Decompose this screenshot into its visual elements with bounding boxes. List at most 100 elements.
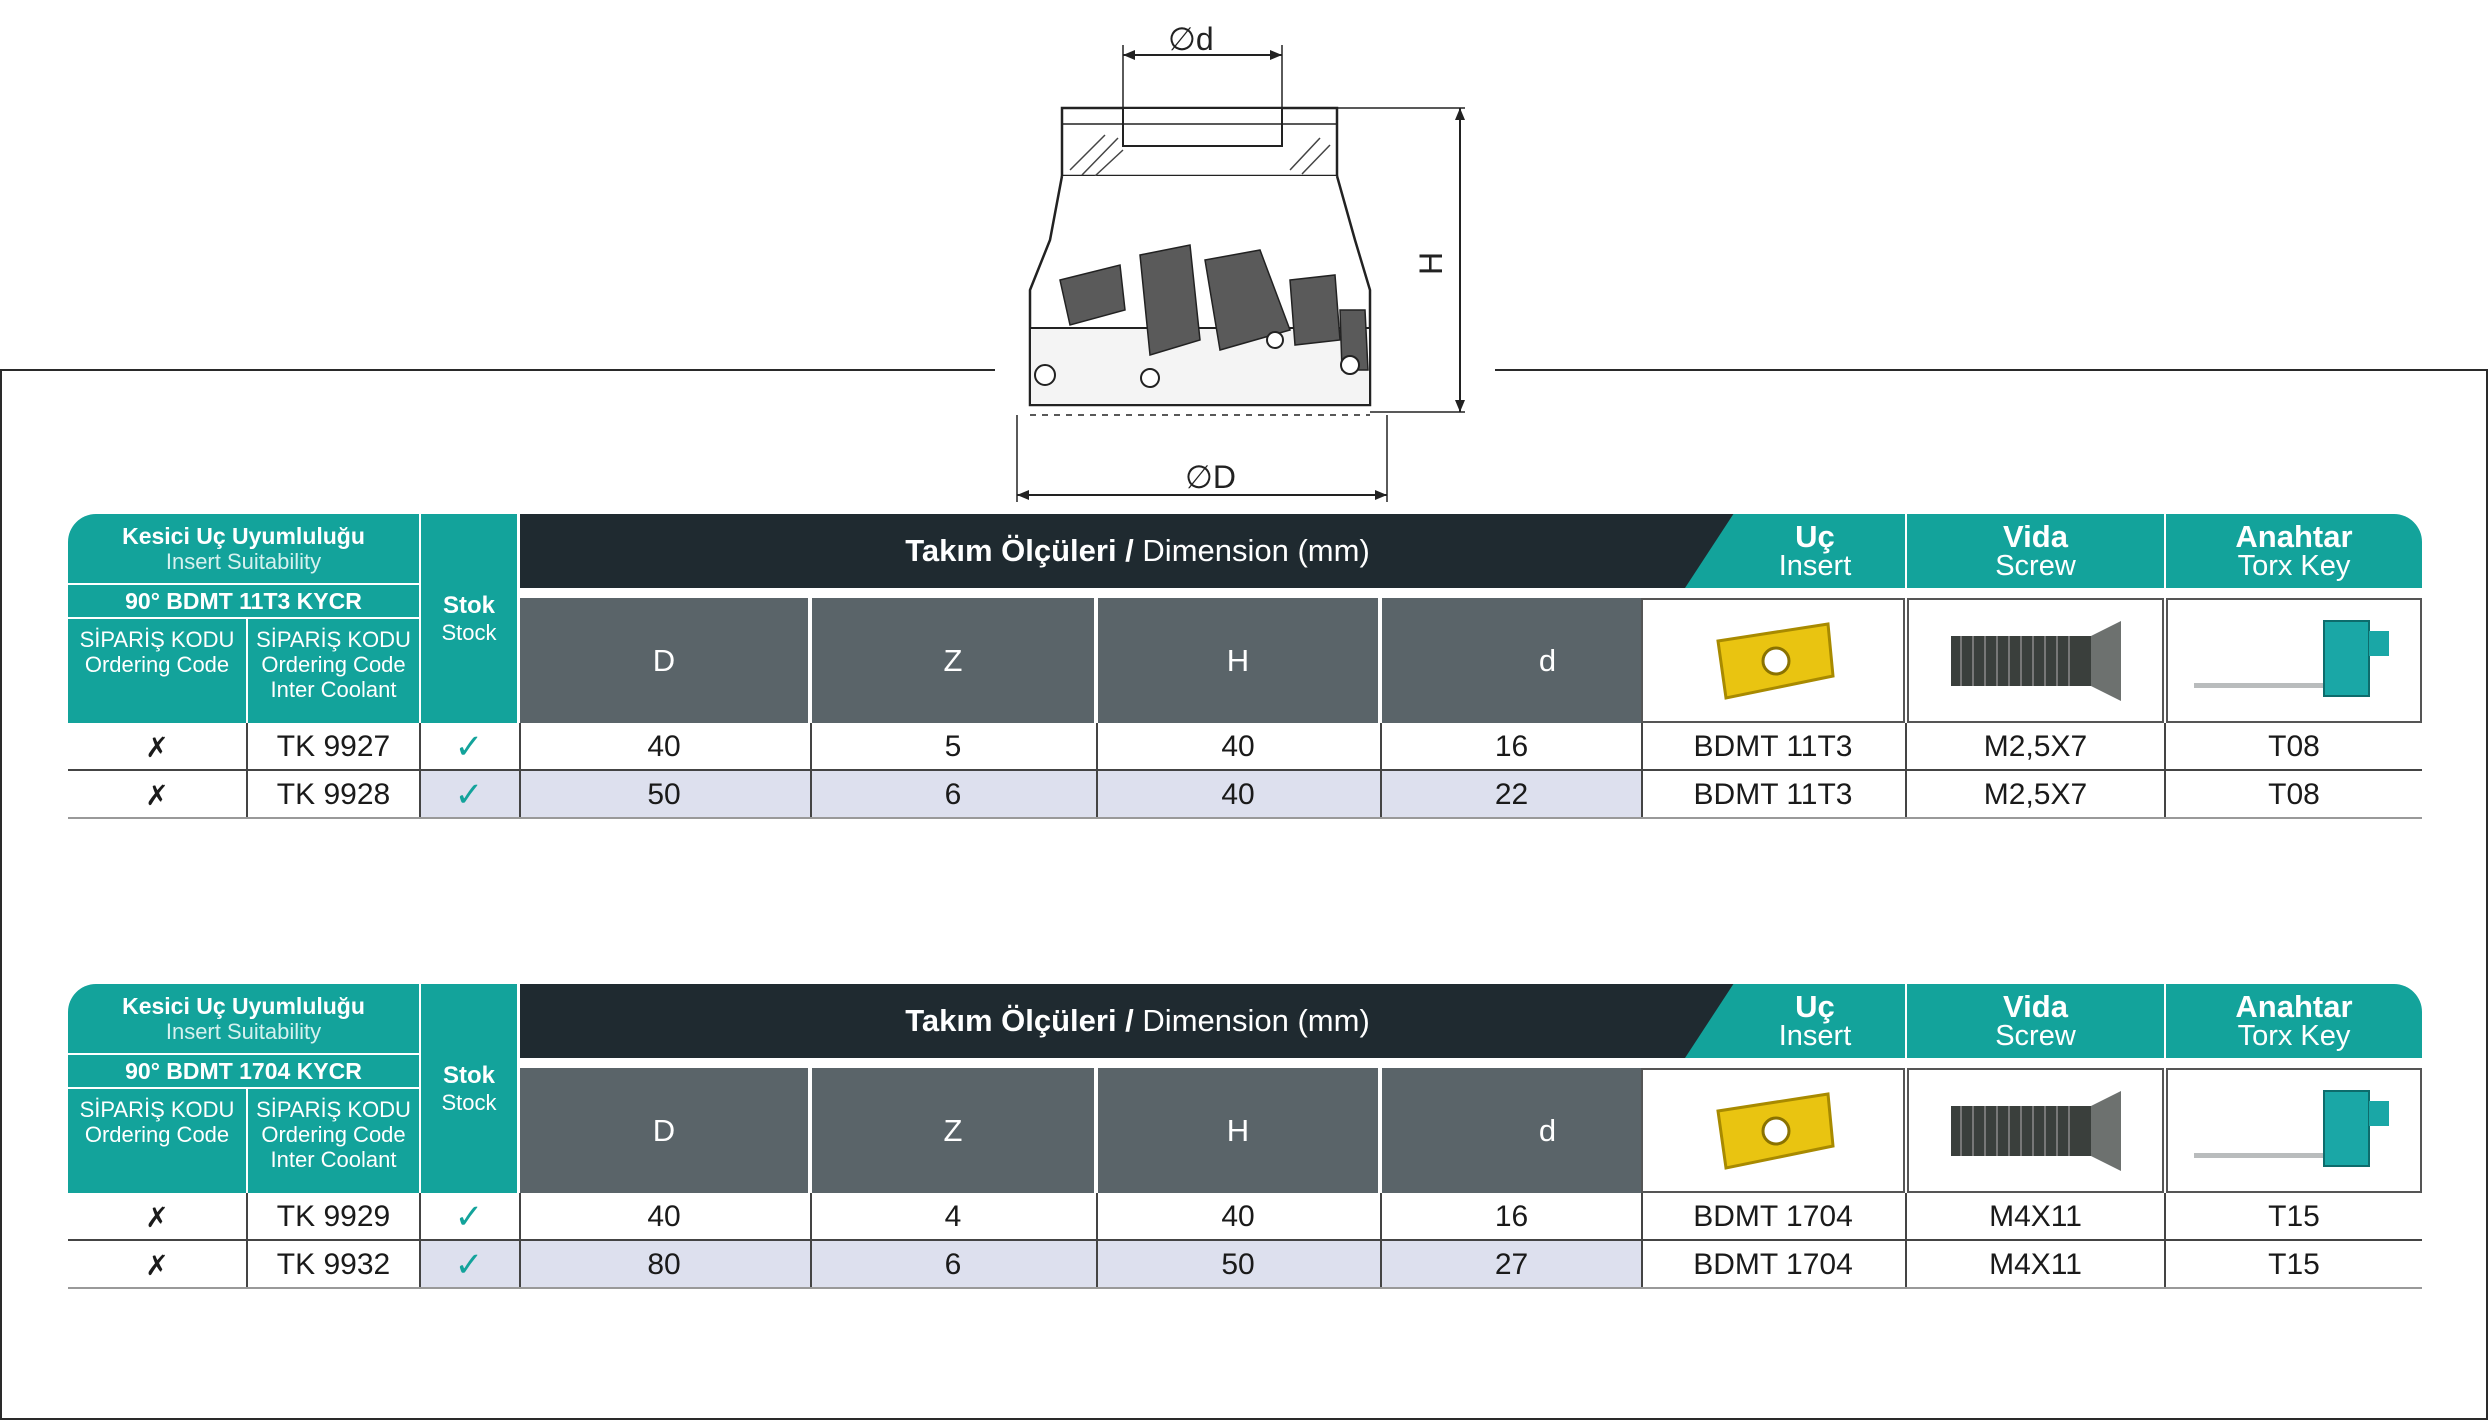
screw-image xyxy=(1907,1068,2164,1193)
dim-H-cell: 50 xyxy=(1221,1248,1255,1281)
table-bottom-line xyxy=(68,1287,2422,1289)
dim-d-cell: 22 xyxy=(1494,778,1529,811)
key-cell: T08 xyxy=(2268,730,2320,763)
torx-key-icon xyxy=(2194,1089,2389,1167)
ordering-code-coolant-cell: TK 9929 xyxy=(276,1200,391,1233)
col-D: D xyxy=(520,1068,808,1193)
screw-cell: M2,5X7 xyxy=(1983,730,2088,763)
column-divider xyxy=(1905,1193,1907,1289)
ordering-code-coolant-cell: TK 9932 xyxy=(276,1248,391,1281)
column-divider xyxy=(2164,1193,2166,1289)
insert-cell: BDMT 11T3 xyxy=(1693,730,1853,763)
dim-D-cell: 80 xyxy=(647,1248,681,1281)
row-divider xyxy=(68,769,2422,771)
ordering-code-cell: ✗ xyxy=(145,1201,169,1233)
stock-cell: ✓ xyxy=(454,728,484,766)
stock-cell: ✓ xyxy=(454,776,484,814)
column-divider xyxy=(519,1193,521,1289)
column-divider xyxy=(810,1193,812,1289)
dim-D-cell: 40 xyxy=(647,1200,681,1233)
ordering-code-coolant-cell: TK 9927 xyxy=(276,730,391,763)
ordering-code-cell: ✗ xyxy=(145,779,169,811)
dim-Z-cell: 4 xyxy=(944,1200,962,1233)
label-d: ∅d xyxy=(1168,21,1214,57)
screw-icon xyxy=(1950,620,2121,701)
dim-H-cell: 40 xyxy=(1221,778,1255,811)
dimension-header: Takım Ölçüleri / Dimension (mm) xyxy=(520,514,1755,588)
stock-cell: ✓ xyxy=(454,1198,484,1236)
table-bottom-line xyxy=(68,817,2422,819)
tool-table-1: Kesici Uç Uyumluluğu Insert Suitability … xyxy=(68,514,2422,819)
insert-image xyxy=(1641,1068,1905,1193)
row-band xyxy=(419,1193,1641,1241)
dim-d-cell: 16 xyxy=(1494,1200,1529,1233)
insert-image xyxy=(1641,598,1905,723)
ordering-code-coolant-cell: TK 9928 xyxy=(276,778,391,811)
key-image xyxy=(2166,598,2422,723)
table-row: ✗ TK 9928 ✓ 50 6 40 22 BDMT 11T3 M2,5X7 T08 xyxy=(68,771,2422,819)
row-band xyxy=(419,771,1641,819)
screw-icon xyxy=(1950,1090,2121,1171)
insert-cell: BDMT 1704 xyxy=(1693,1248,1853,1281)
dim-H-cell: 40 xyxy=(1221,730,1255,763)
col-D: D xyxy=(520,598,808,723)
insert-type: 90° BDMT 1704 KYCR xyxy=(68,1055,419,1087)
dim-Z-cell: 5 xyxy=(944,730,962,763)
column-divider xyxy=(246,723,248,819)
column-divider xyxy=(1905,723,1907,819)
key-cell: T08 xyxy=(2268,778,2320,811)
insert-type: 90° BDMT 11T3 KYCR xyxy=(68,585,419,617)
column-divider xyxy=(419,1193,421,1289)
row-divider xyxy=(68,1239,2422,1241)
stock-header: Stok Stock xyxy=(421,984,517,1193)
column-divider xyxy=(519,723,521,819)
dim-d-cell: 16 xyxy=(1494,730,1529,763)
column-divider xyxy=(1096,1193,1098,1289)
screw-cell: M4X11 xyxy=(1989,1200,2082,1233)
col-H: H xyxy=(1098,1068,1378,1193)
column-divider xyxy=(1641,1193,1643,1289)
dim-Z-cell: 6 xyxy=(944,1248,962,1281)
insert-icon xyxy=(1716,1091,1835,1170)
dim-H-cell: 40 xyxy=(1221,1200,1255,1233)
table-row: ✗ TK 9929 ✓ 40 4 40 16 BDMT 1704 M4X11 T15 xyxy=(68,1193,2422,1241)
label-H: H xyxy=(1413,252,1449,275)
screw-image xyxy=(1907,598,2164,723)
insert-cell: BDMT 1704 xyxy=(1693,1200,1853,1233)
dim-D-cell: 50 xyxy=(647,778,681,811)
stock-header: Stok Stock xyxy=(421,514,517,723)
column-divider xyxy=(2164,723,2166,819)
insert-suitability-header: Kesici Uç Uyumluluğu Insert Suitability xyxy=(68,984,419,1053)
column-divider xyxy=(810,723,812,819)
key-cell: T15 xyxy=(2268,1200,2320,1233)
stock-cell: ✓ xyxy=(454,1246,484,1284)
ordering-code-cell: ✗ xyxy=(145,1249,169,1281)
dimension-header: Takım Ölçüleri / Dimension (mm) xyxy=(520,984,1755,1058)
col-H: H xyxy=(1098,598,1378,723)
dim-D-cell: 40 xyxy=(647,730,681,763)
torx-key-icon xyxy=(2194,619,2389,697)
column-divider xyxy=(1641,723,1643,819)
col-Z: Z xyxy=(812,1068,1094,1193)
insert-icon xyxy=(1716,621,1835,700)
column-divider xyxy=(1380,723,1382,819)
insert-cell: BDMT 11T3 xyxy=(1693,778,1853,811)
row-band xyxy=(419,723,1641,771)
key-image xyxy=(2166,1068,2422,1193)
dim-Z-cell: 6 xyxy=(944,778,962,811)
column-divider xyxy=(1096,723,1098,819)
column-divider xyxy=(419,723,421,819)
key-cell: T15 xyxy=(2268,1248,2320,1281)
insert-suitability-header: Kesici Uç Uyumluluğu Insert Suitability xyxy=(68,514,419,583)
screw-cell: M2,5X7 xyxy=(1983,778,2088,811)
screw-cell: M4X11 xyxy=(1989,1248,2082,1281)
